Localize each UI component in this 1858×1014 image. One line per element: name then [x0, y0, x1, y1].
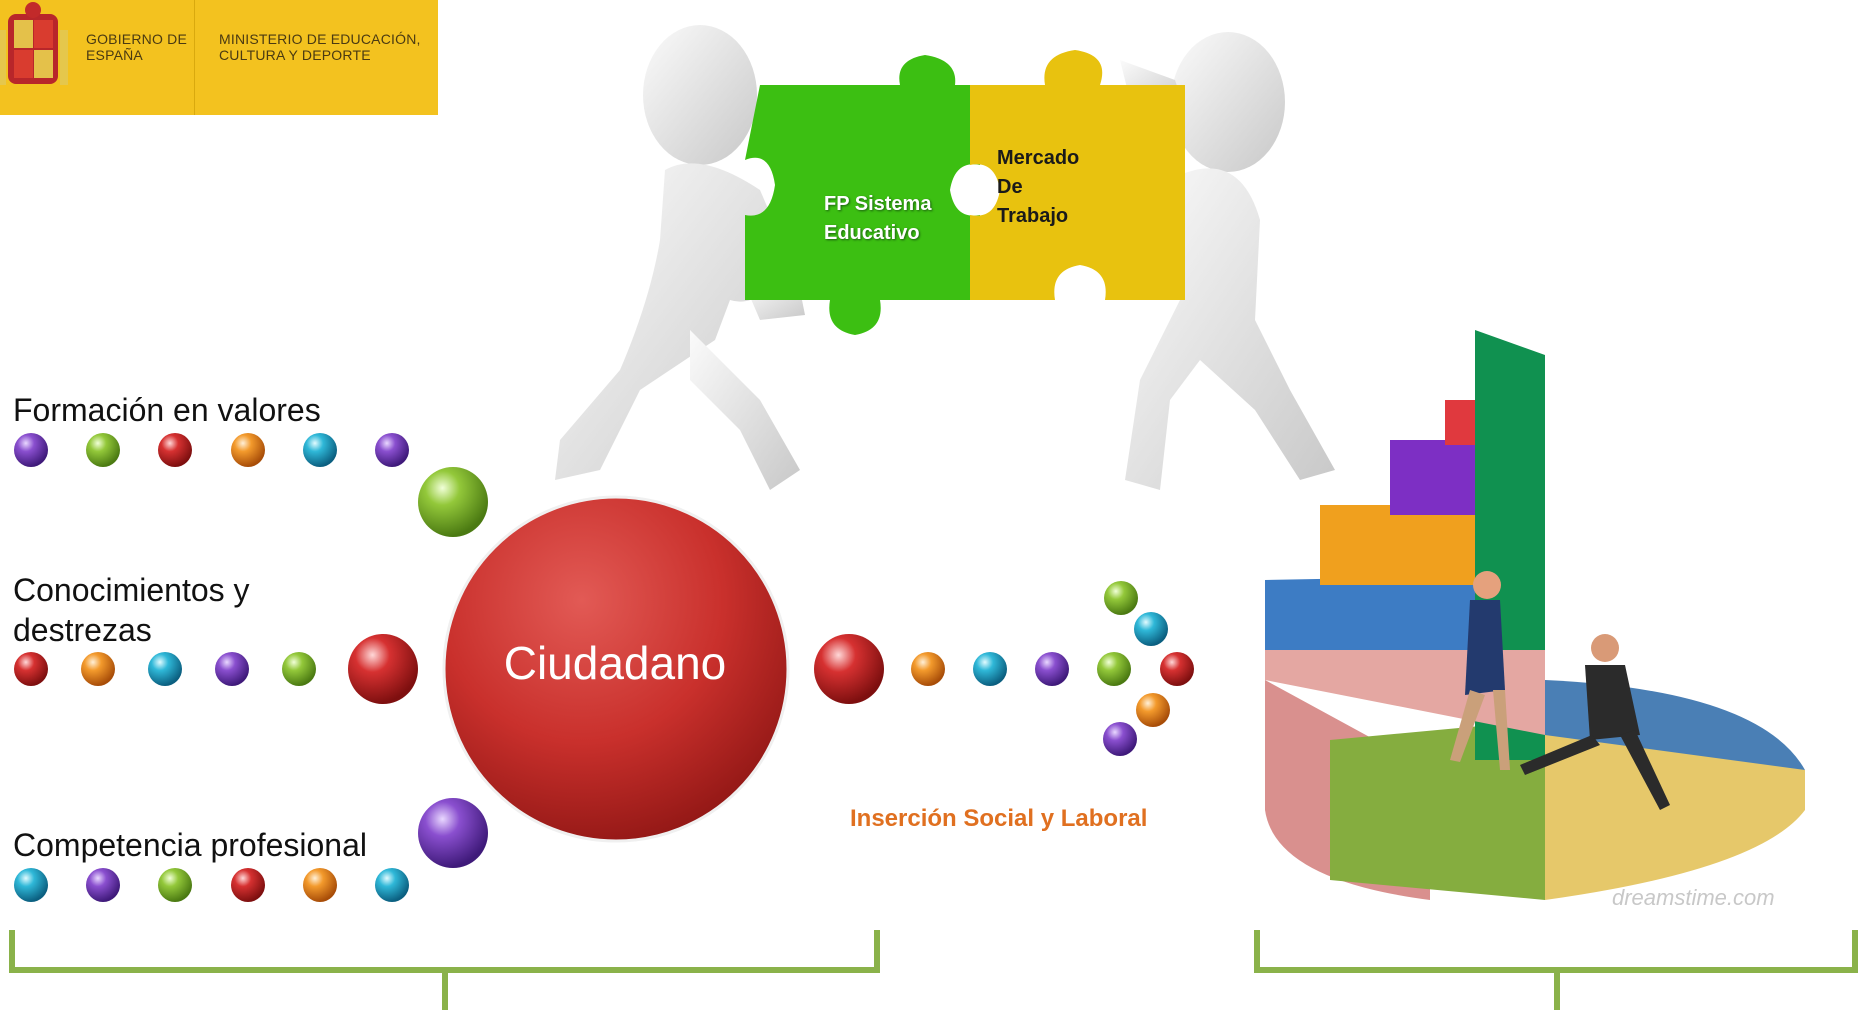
- right-brace: [1254, 930, 1858, 1010]
- red-sphere-left: [348, 634, 418, 704]
- ministerio-text: MINISTERIO DE EDUCACIÓN, CULTURA Y DEPOR…: [219, 31, 421, 63]
- banner-divider: [194, 0, 195, 115]
- left-brace: [9, 930, 880, 1010]
- puzzle-pieces: [745, 50, 1185, 335]
- mercado-de-trabajo-label: Mercado De Trabajo: [997, 147, 1080, 227]
- government-banner: [0, 0, 438, 115]
- red-sphere-right: [814, 634, 884, 704]
- green-sphere: [418, 467, 488, 537]
- row-insercion-dots: [911, 581, 1194, 756]
- ciudadano-label: Ciudadano: [503, 637, 727, 689]
- insercion-label: Inserción Social y Laboral: [850, 805, 1148, 832]
- conocimientos-label: Conocimientos y destrezas: [13, 572, 250, 648]
- coat-of-arms-icon: [0, 2, 68, 85]
- ciudadano-circle: [442, 495, 790, 843]
- row-competencia-dots: [14, 868, 409, 902]
- watermark-text: dreamstime.com: [1612, 885, 1775, 910]
- row-valores-dots: [14, 433, 409, 467]
- fp-sistema-educativo-label: FP Sistema Educativo: [824, 193, 932, 244]
- gobierno-text: GOBIERNO DE ESPAÑA: [86, 31, 187, 63]
- pie-chart-illustration: [1265, 330, 1805, 900]
- competencia-label: Competencia profesional: [13, 827, 367, 863]
- purple-sphere: [418, 798, 488, 868]
- row-conocimientos-dots: [14, 652, 316, 686]
- formacion-valores-label: Formación en valores: [13, 392, 321, 428]
